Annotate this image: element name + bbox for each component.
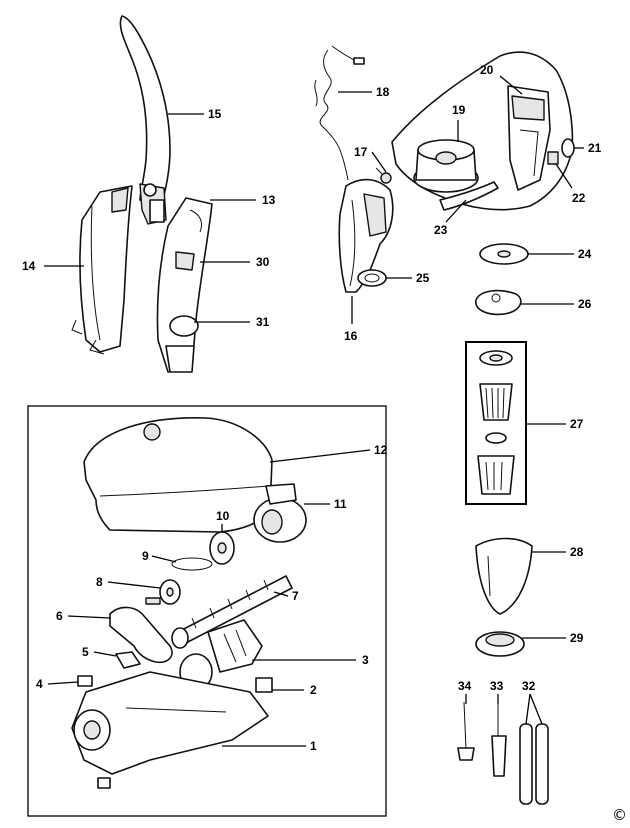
callout-4: 4 — [36, 677, 43, 691]
callout-23: 23 — [434, 223, 448, 237]
callout-11: 11 — [334, 497, 347, 511]
part-34-crevice-tip — [457, 701, 475, 761]
callout-33: 33 — [490, 679, 504, 693]
callout-30: 30 — [256, 255, 270, 269]
callout-32: 32 — [522, 679, 536, 693]
part-14-rear-housing — [71, 185, 133, 355]
callout-8: 8 — [96, 575, 103, 589]
part-2-clip — [255, 677, 273, 693]
part-10-fan — [209, 531, 235, 565]
part-5-clip — [115, 651, 141, 669]
part-8-pulley — [145, 579, 181, 605]
callout-18: 18 — [376, 85, 390, 99]
part-1-base — [71, 671, 269, 789]
callout-19: 19 — [452, 103, 466, 117]
part-17-screw — [375, 167, 392, 184]
callout-13: 13 — [262, 193, 276, 207]
part-32-extension-tubes — [519, 723, 549, 805]
callout-2: 2 — [310, 683, 317, 697]
callout-24: 24 — [578, 247, 592, 261]
callout-22: 22 — [572, 191, 586, 205]
part-23-seal — [439, 181, 499, 211]
part-24-disc — [479, 243, 529, 265]
box-27-frame — [465, 341, 527, 505]
callout-7: 7 — [292, 589, 299, 603]
callout-28: 28 — [570, 545, 584, 559]
part-9-small-belt — [171, 557, 213, 571]
part-6-drive-belt — [109, 606, 173, 664]
copyright-symbol: © — [612, 806, 627, 824]
part-27-filter-kit — [477, 350, 515, 495]
part-15-handle — [119, 15, 171, 225]
part-13-front-housing — [156, 197, 213, 373]
callout-25: 25 — [416, 271, 430, 285]
callout-5: 5 — [82, 645, 89, 659]
callout-12: 12 — [374, 443, 388, 457]
callout-29: 29 — [570, 631, 584, 645]
part-21-switch — [561, 138, 575, 158]
callout-20: 20 — [480, 63, 494, 77]
callout-17: 17 — [354, 145, 368, 159]
part-28-dust-bowl — [475, 537, 533, 615]
part-4-clip — [77, 675, 93, 687]
callout-1: 1 — [310, 739, 317, 753]
callout-3: 3 — [362, 653, 369, 667]
callout-16: 16 — [344, 329, 358, 343]
part-3-agitator-cover — [179, 619, 263, 691]
part-26-gasket — [475, 289, 522, 316]
part-29-collar — [475, 631, 525, 657]
part-25-ring — [357, 269, 387, 287]
callout-14: 14 — [22, 259, 36, 273]
part-18-power-cord — [314, 45, 365, 181]
callout-26: 26 — [578, 297, 592, 311]
part-11-fan-housing — [253, 483, 307, 543]
part-16-motor-cover — [338, 178, 394, 293]
part-22-switch-clip — [547, 151, 559, 165]
callout-9: 9 — [142, 549, 149, 563]
callout-21: 21 — [588, 141, 602, 155]
part-7-brush-roll — [171, 575, 293, 649]
box-base-assembly-frame — [27, 405, 387, 817]
callout-labels: 15 13 14 30 31 18 17 16 25 19 20 21 22 2… — [22, 63, 602, 753]
leader-lines — [44, 75, 584, 747]
part-12-hood — [83, 417, 273, 533]
part-19-motor — [413, 139, 479, 193]
callout-15: 15 — [208, 107, 222, 121]
callout-31: 31 — [256, 315, 270, 329]
callout-10: 10 — [216, 509, 230, 523]
callout-27: 27 — [570, 417, 584, 431]
callout-34: 34 — [458, 679, 472, 693]
callout-6: 6 — [56, 609, 63, 623]
part-33-small-tube — [491, 700, 507, 777]
part-20-inner-housing — [507, 85, 551, 191]
